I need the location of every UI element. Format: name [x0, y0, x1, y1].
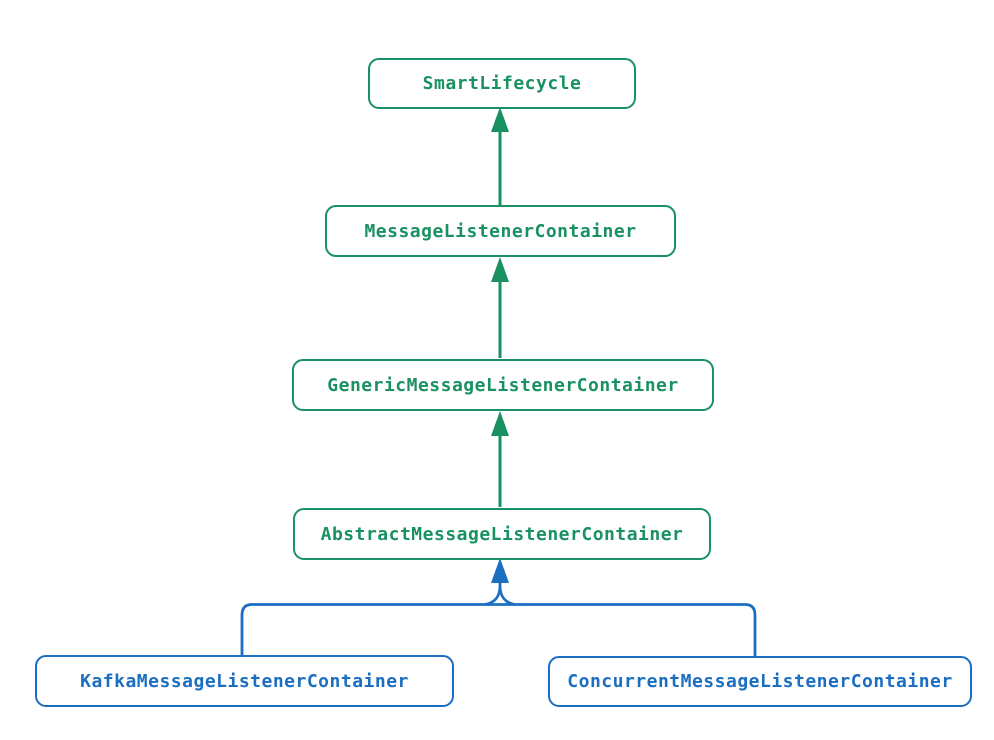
class-node-smartlifecycle: SmartLifecycle: [368, 58, 636, 109]
class-node-concurrentmessagelistenercontainer: ConcurrentMessageListenerContainer: [548, 656, 972, 707]
inheritance-arrow-message-to-smartlifecycle: [491, 107, 509, 205]
class-node-label: GenericMessageListenerContainer: [327, 374, 679, 396]
class-node-genericmessagelistenercontainer: GenericMessageListenerContainer: [292, 359, 714, 411]
class-node-label: SmartLifecycle: [422, 73, 582, 94]
class-node-label: MessageListenerContainer: [364, 220, 637, 242]
class-node-abstractmessagelistenercontainer: AbstractMessageListenerContainer: [293, 508, 711, 560]
fork-arrowhead: [491, 558, 509, 583]
class-node-label: ConcurrentMessageListenerContainer: [567, 671, 953, 692]
class-node-messagelistenercontainer: MessageListenerContainer: [325, 205, 676, 257]
fork-branch-lines: [240, 603, 757, 657]
class-node-kafkamessagelistenercontainer: KafkaMessageListenerContainer: [35, 655, 454, 707]
class-node-label: AbstractMessageListenerContainer: [320, 523, 684, 545]
fork-stem-flare: [484, 579, 516, 606]
inheritance-fork-children-to-abstract: [240, 558, 757, 657]
class-node-label: KafkaMessageListenerContainer: [80, 670, 409, 692]
inheritance-arrow-abstract-to-generic: [491, 411, 509, 507]
inheritance-arrow-generic-to-message: [491, 257, 509, 358]
